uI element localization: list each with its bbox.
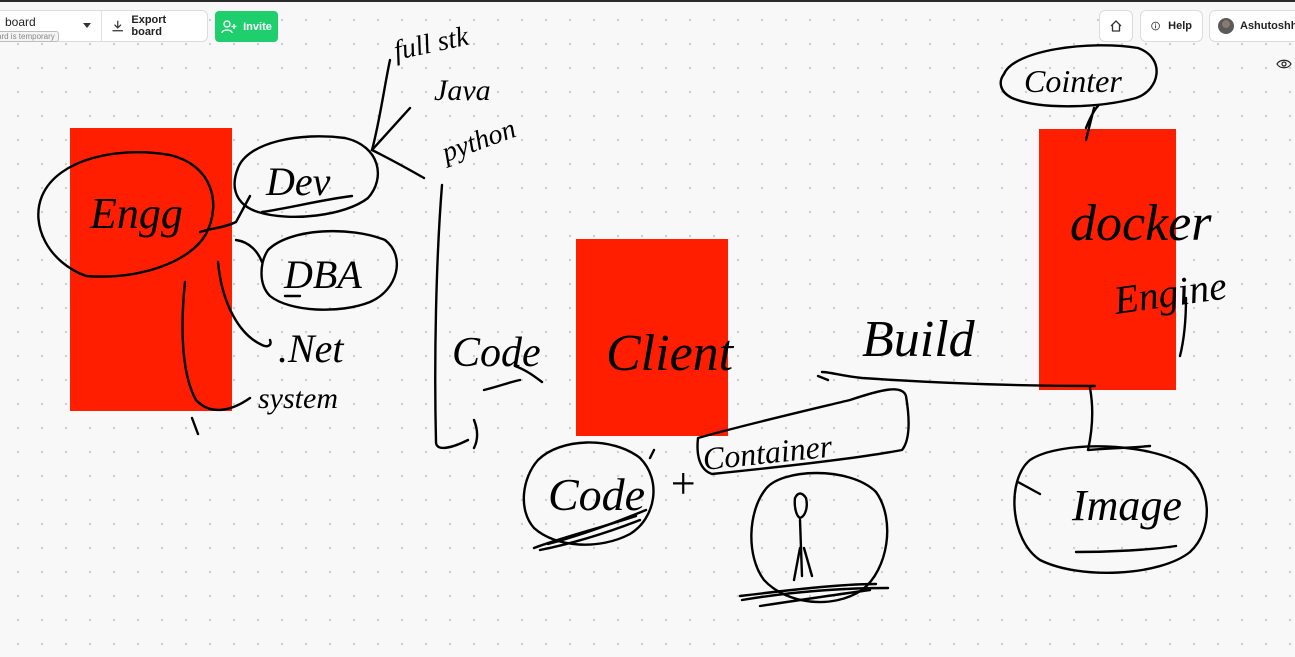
board-toolbar: board ard is temporary Export board — [0, 10, 208, 42]
container-box — [696, 388, 910, 476]
label-fullstack[interactable]: full stk — [391, 21, 472, 67]
label-code-circle[interactable]: Code — [548, 469, 645, 520]
board-name: board — [5, 15, 36, 29]
help-label: Help — [1168, 20, 1192, 32]
ellipse-engg — [37, 150, 215, 278]
bracket-line-top — [370, 58, 392, 152]
image-tick — [1016, 480, 1042, 496]
client-tick — [648, 448, 656, 460]
person-ground-1 — [740, 586, 890, 602]
code-underline — [482, 378, 522, 392]
user-name: Ashutoshh Si — [1240, 20, 1295, 32]
ellipse-code — [522, 441, 655, 546]
info-icon — [1151, 21, 1160, 31]
avatar — [1218, 18, 1234, 34]
connector-engg-net — [216, 260, 272, 348]
red-block-docker[interactable] — [1039, 129, 1176, 390]
ellipse-dba — [260, 229, 399, 311]
bracket-line-mid — [370, 106, 412, 152]
export-board-button[interactable]: Export board — [102, 11, 207, 41]
code-arrow — [513, 364, 544, 384]
engine-tail — [1178, 296, 1188, 358]
label-dba[interactable]: DBA — [283, 252, 362, 297]
add-user-icon — [221, 19, 237, 33]
label-image[interactable]: Image — [1071, 481, 1182, 530]
person-ground-3 — [758, 588, 872, 608]
red-block-client[interactable] — [576, 239, 728, 436]
ellipse-cointer — [999, 44, 1158, 108]
board-temporary-note: ard is temporary — [0, 31, 59, 42]
docker-to-image-line — [1086, 386, 1152, 452]
connector-engg-dba — [234, 238, 264, 264]
ellipse-dev — [233, 135, 379, 218]
bracket-line-low — [370, 148, 426, 180]
download-icon — [112, 20, 124, 32]
label-docker[interactable]: docker — [1070, 195, 1212, 252]
person-ground-2 — [738, 582, 878, 598]
home-icon — [1110, 20, 1122, 32]
home-button[interactable] — [1099, 10, 1133, 42]
label-python[interactable]: python — [436, 113, 520, 169]
eye-icon[interactable] — [1276, 58, 1292, 70]
user-profile-button[interactable]: Ashutoshh Si — [1209, 10, 1295, 42]
person-body — [792, 518, 814, 582]
code-scribble-2 — [538, 518, 642, 552]
invite-button[interactable]: Invite — [215, 11, 278, 42]
window-top-border — [0, 0, 1295, 2]
invite-label: Invite — [243, 20, 272, 33]
bracket-tick — [472, 418, 479, 450]
cointer-arrow — [1084, 104, 1100, 142]
label-plus[interactable]: + — [668, 459, 698, 508]
ellipse-image — [1013, 445, 1208, 574]
export-board-label: Export board — [131, 14, 167, 38]
label-system[interactable]: system — [258, 382, 338, 415]
image-underline — [1074, 544, 1178, 554]
chevron-down-icon[interactable] — [82, 23, 91, 28]
vertical-bracket — [434, 183, 470, 450]
help-button[interactable]: Help — [1140, 10, 1203, 42]
ellipse-person — [750, 471, 889, 604]
label-engg[interactable]: Engg — [89, 189, 183, 238]
board-selector[interactable]: board ard is temporary — [0, 11, 102, 42]
code-scribble-3 — [546, 508, 648, 546]
label-client[interactable]: Client — [606, 325, 735, 382]
build-arrow-head — [816, 374, 830, 382]
dev-underline — [260, 194, 354, 214]
label-build[interactable]: Build — [862, 311, 976, 368]
label-dev[interactable]: Dev — [265, 159, 331, 204]
connector-engg-system — [181, 280, 252, 412]
label-java[interactable]: Java — [434, 74, 491, 107]
person-head — [793, 492, 808, 520]
label-cointer[interactable]: Cointer — [1024, 63, 1122, 99]
connector-tail — [190, 416, 200, 436]
connector-engg-dev — [198, 194, 252, 234]
label-code-side[interactable]: Code — [452, 330, 541, 376]
build-arrow-line — [820, 370, 1097, 388]
label-net[interactable]: .Net — [278, 326, 344, 371]
